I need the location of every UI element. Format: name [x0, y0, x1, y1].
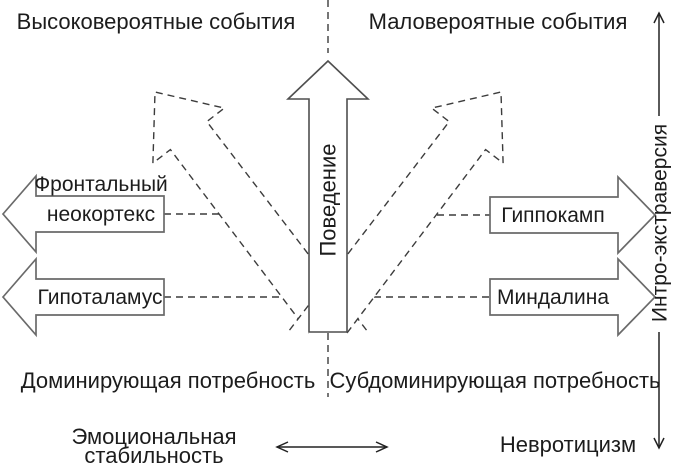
- label-low-probability-events: Маловероятные события: [369, 9, 628, 34]
- behavior-arrow-icon: [285, 59, 371, 333]
- hippocampus-arrow-icon: [489, 174, 657, 256]
- right-arrows: [489, 174, 657, 338]
- label-subdominant-need: Субдоминирующая потребность: [329, 368, 660, 393]
- label-dominant-need: Доминирующая потребность: [21, 368, 316, 393]
- label-intro-extraversion: Интро-экстраверсия: [649, 124, 672, 322]
- right-axis: [653, 11, 665, 450]
- arrow-right-icon: [375, 441, 389, 453]
- arrow-left-icon: [275, 441, 289, 453]
- left-arrows: [1, 173, 165, 338]
- hypothalamus-arrow-icon: [1, 256, 165, 338]
- label-emotional: Эмоциональная: [71, 424, 236, 449]
- labels: Высоковероятные события Маловероятные со…: [17, 9, 672, 465]
- frontal-neocortex-arrow-icon: [1, 173, 165, 255]
- label-neuroticism: Невротицизм: [500, 432, 636, 457]
- arrow-up-icon: [653, 11, 665, 24]
- label-stability: стабильность: [84, 443, 223, 465]
- connector-lines: [164, 213, 490, 298]
- amygdala-arrow-icon: [489, 256, 657, 338]
- label-frontal: Фронтальный: [34, 173, 168, 196]
- label-hippocampus: Гиппокамп: [501, 204, 604, 227]
- label-neocortex: неокортекс: [47, 203, 155, 226]
- label-high-probability-events: Высоковероятные события: [17, 9, 296, 34]
- label-amygdala: Миндалина: [497, 286, 609, 309]
- label-behavior: Поведение: [316, 144, 341, 257]
- label-hypothalamus: Гипоталамус: [38, 286, 163, 309]
- bottom-axis: [275, 441, 389, 453]
- arrow-down-icon: [653, 437, 665, 450]
